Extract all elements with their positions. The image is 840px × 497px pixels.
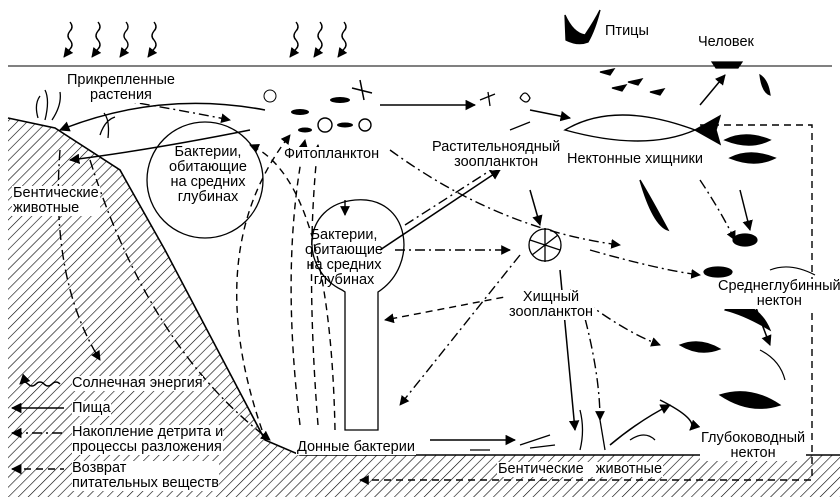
- phytoplankton-label: Фитопланктон: [283, 146, 381, 162]
- legend-symbols: [10, 373, 64, 475]
- bacteria-mid-shape: [311, 199, 405, 431]
- attached-plants-illustration: [35, 89, 116, 139]
- herbivorous-zooplankton-illustration: [479, 91, 531, 131]
- bacteria-upper-label: Бактерии, обитающие на средних глубинах: [169, 144, 247, 205]
- solar-energy-arrows-left: [63, 21, 158, 58]
- bacteria-upper-circle: [146, 121, 264, 239]
- solar-energy-arrows-center: [289, 21, 348, 58]
- benthic-bottom-illustration: [470, 409, 656, 451]
- midwater-nekton-label: Среднеглубинный нектон: [717, 278, 840, 309]
- legend-detritus: Накопление детрита и процессы разложения: [72, 424, 224, 455]
- legend-solar-energy: Солнечная энергия: [72, 375, 203, 391]
- benthic-left-label: Бентические животные: [12, 185, 100, 216]
- food-arrows: [59, 74, 772, 446]
- birds-label: Птицы: [604, 23, 650, 39]
- continental-slope: [8, 118, 840, 497]
- human-illustration: [710, 61, 771, 96]
- predatory-zooplankton-label: Хищный зоопланктон: [508, 289, 595, 320]
- human-label: Человек: [697, 34, 755, 50]
- predatory-zooplankton-illustration: [528, 228, 562, 262]
- phytoplankton-illustration: [263, 79, 373, 133]
- legend-food: Пища: [72, 400, 111, 416]
- birds-illustration: [564, 9, 666, 96]
- nekton-predators-label: Нектонные хищники: [566, 151, 704, 167]
- deep-nekton-illustration: [678, 299, 786, 409]
- bottom-bacteria-label: Донные бактерии: [296, 439, 416, 455]
- bacteria-mid-label: Бактерии, обитающие на средних глубинах: [305, 227, 383, 288]
- midwater-nekton-illustration: [703, 233, 816, 278]
- attached-plants-label: Прикрепленные растения: [66, 72, 176, 103]
- benthic-bottom-label: Бентические животные: [497, 461, 664, 477]
- herbivorous-zooplankton-label: Растительноядный зоопланктон: [431, 139, 562, 170]
- legend-wavy-line: [19, 373, 61, 387]
- seabed-outline: [7, 117, 840, 456]
- nekton-fish-illustration: [563, 114, 777, 232]
- deep-nekton-label: Глубоководный нектон: [700, 430, 807, 461]
- legend-nutrient-return: Возврат питательных веществ: [72, 460, 219, 491]
